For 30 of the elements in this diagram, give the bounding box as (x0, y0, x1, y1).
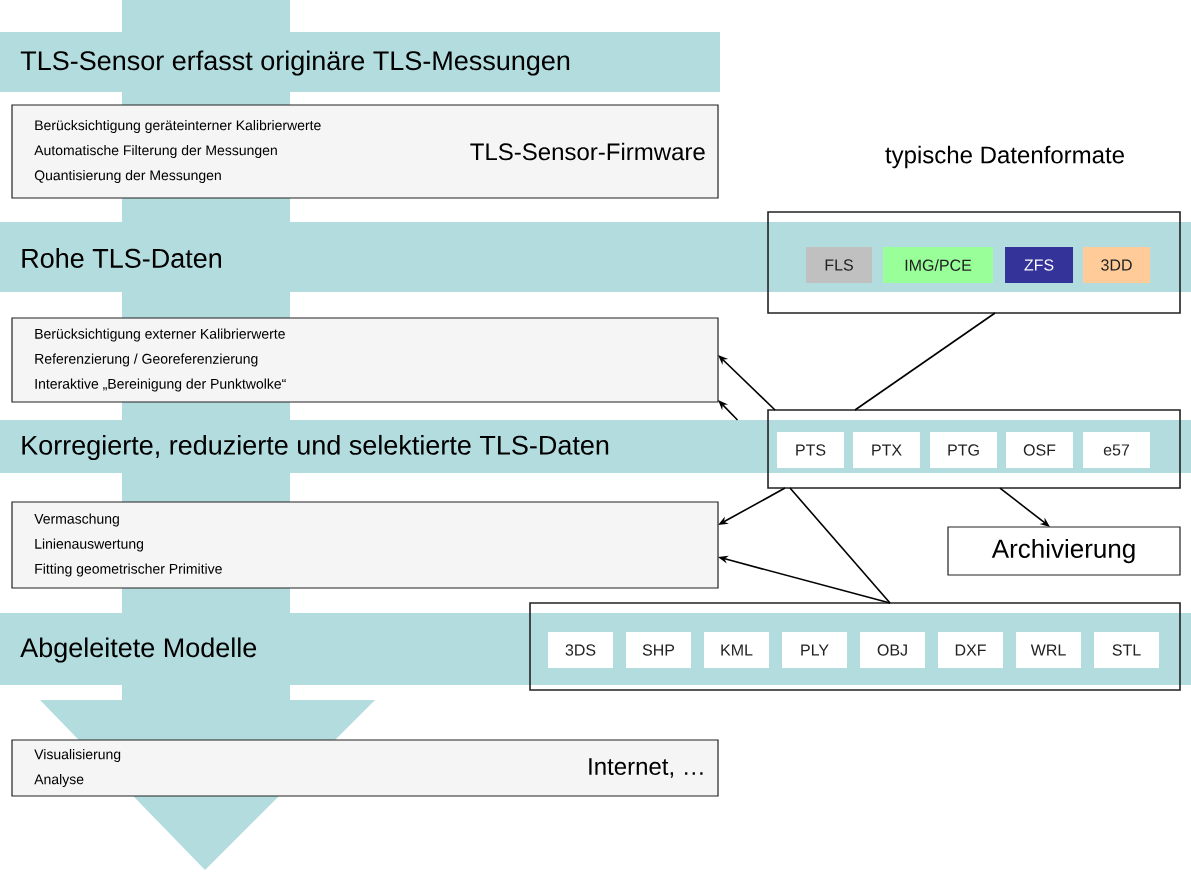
step-box: Berücksichtigung externer Kalibrierwerte Referenzierung / Georeferenzierung Interaktive „Bereinigung der Punktwolke“ (11, 317, 719, 403)
format-box: PLY (782, 632, 847, 668)
format-box: 3DD (1083, 247, 1150, 283)
format-box: OSF (1006, 432, 1073, 468)
format-box: ZFS (1005, 247, 1073, 283)
arrow (718, 400, 739, 421)
format-box: IMG/PCE (883, 247, 993, 283)
step-box: Vermaschung Linienauswertung Fitting geometrischer Primitive (11, 501, 719, 589)
format-box: PTX (853, 432, 920, 468)
format-frame (767, 211, 1181, 314)
format-box: OBJ (860, 632, 925, 668)
format-box: WRL (1016, 632, 1081, 668)
format-box: 3DS (548, 632, 613, 668)
format-box: FLS (806, 247, 872, 283)
step-box: Berücksichtigung geräteinterner Kalibrierwerte Automatische Filterung der Messungen Quantisierung der Messungen TLS-Sensor-Firmware (11, 104, 719, 199)
heading: typische Datenformate (885, 145, 1124, 169)
arrow (999, 487, 1050, 527)
format-frame (767, 409, 1181, 489)
format-box: e57 (1083, 432, 1150, 468)
archive-box: Archivierung (947, 526, 1181, 576)
format-box: KML (704, 632, 769, 668)
format-box: PTS (777, 432, 844, 468)
arrow (718, 355, 776, 411)
format-frame (529, 602, 1181, 691)
format-box: STL (1094, 632, 1159, 668)
step-box: Visualisierung Analyse Internet, … (11, 739, 719, 797)
format-box: DXF (938, 632, 1003, 668)
band: TLS-Sensor erfasst originäre TLS-Messungen (0, 32, 720, 92)
format-box: PTG (930, 432, 997, 468)
format-box: SHP (626, 632, 691, 668)
